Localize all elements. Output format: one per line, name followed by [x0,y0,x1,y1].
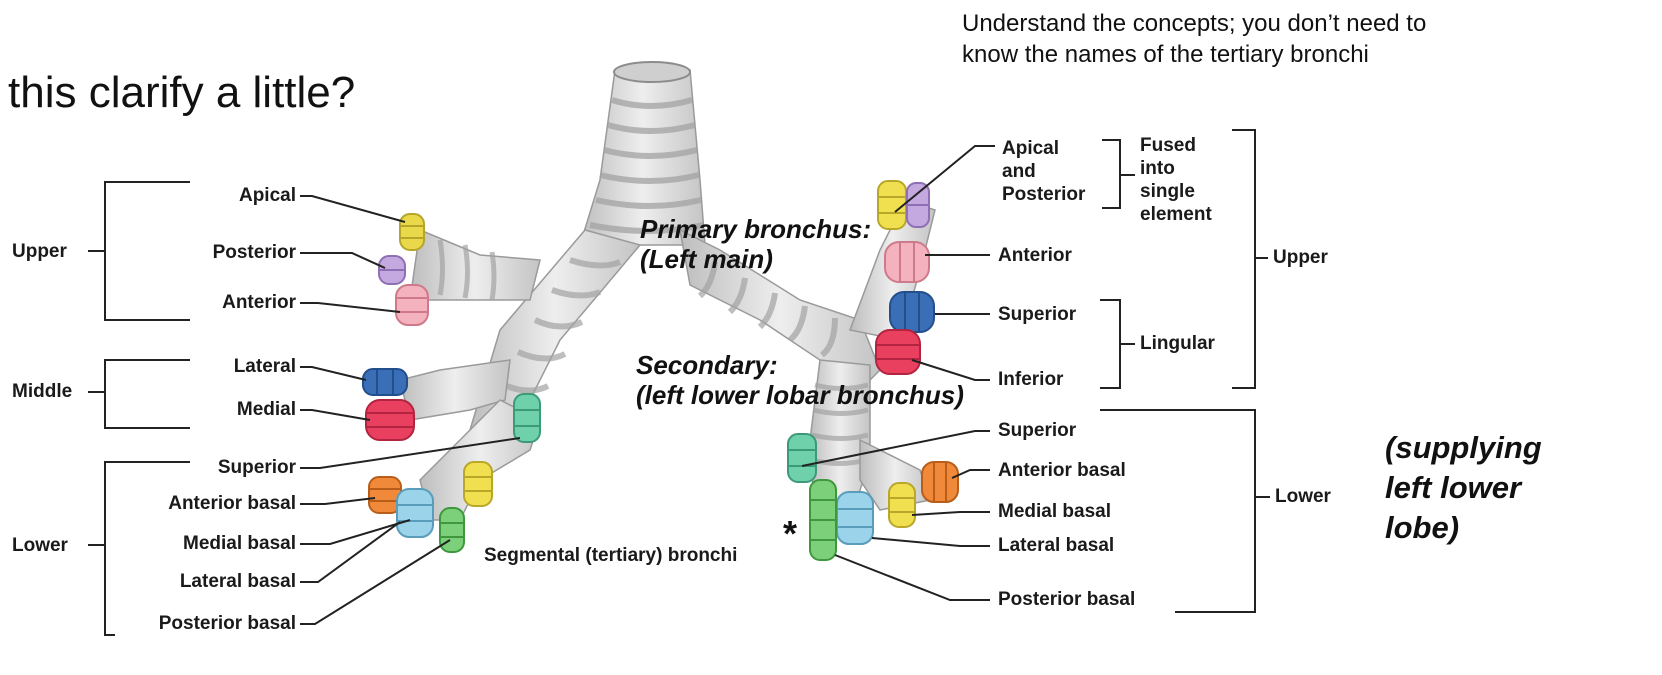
group-lower-left: Lower [12,536,68,557]
trachea-opening [614,62,690,82]
slide-heading: this clarify a little? [8,68,355,118]
apical-posterior-label: Apical and Posterior [1002,137,1085,206]
segment-superior-label: Superior [96,458,296,479]
group-lower-right: Lower [1275,487,1331,508]
supplying-line-1: (supplying [1385,428,1542,468]
segment-anterior-label: Anterior [96,293,296,314]
segment-apical-label: Apical [96,186,296,207]
supplying-line-2: left lower [1385,468,1542,508]
primary-line-1: Primary bronchus: [640,214,871,244]
left-medial-basal-label: Medial basal [998,502,1111,523]
segment-anterior-basal-label: Anterior basal [96,494,296,515]
fused-element-label: Fused into single element [1140,134,1212,226]
segment-posterior-label: Posterior [96,243,296,264]
left-anterior-label: Anterior [998,246,1072,267]
supplying-lobe-annotation: (supplying left lower lobe) [1385,428,1542,548]
left-anterior-basal-label: Anterior basal [998,461,1126,482]
primary-line-2: (Left main) [640,244,871,274]
asterisk-marker: * [783,514,797,554]
secondary-line-1: Secondary: [636,350,964,380]
group-lingular: Lingular [1140,334,1215,355]
apical-posterior-line-2: and [1002,160,1085,183]
left-superior-label: Superior [998,305,1076,326]
secondary-bronchus-annotation: Secondary: (left lower lobar bronchus) [636,350,964,410]
segment-medial-basal-label: Medial basal [96,534,296,555]
segment-posterior-basal-label: Posterior basal [96,614,296,635]
group-middle-left: Middle [12,382,72,403]
fused-line-3: single [1140,180,1212,203]
left-lateral-basal-label: Lateral basal [998,536,1114,557]
fused-line-4: element [1140,203,1212,226]
fused-line-2: into [1140,157,1212,180]
secondary-line-2: (left lower lobar bronchus) [636,380,964,410]
left-inferior-label: Inferior [998,370,1063,391]
left-lower-superior-label: Superior [998,421,1076,442]
segmental-bronchi-label: Segmental (tertiary) bronchi [484,546,737,567]
left-posterior-basal-label: Posterior basal [998,590,1135,611]
group-upper-right: Upper [1273,248,1328,269]
supplying-line-3: lobe) [1385,508,1542,548]
segment-lateral-label: Lateral [96,357,296,378]
instruction-note: Understand the concepts; you don’t need … [962,8,1452,70]
group-upper-left: Upper [12,242,67,263]
apical-posterior-line-3: Posterior [1002,183,1085,206]
segment-lateral-basal-label: Lateral basal [96,572,296,593]
fused-line-1: Fused [1140,134,1212,157]
segment-medial-label: Medial [96,400,296,421]
apical-posterior-line-1: Apical [1002,137,1085,160]
primary-bronchus-annotation: Primary bronchus: (Left main) [640,214,871,274]
